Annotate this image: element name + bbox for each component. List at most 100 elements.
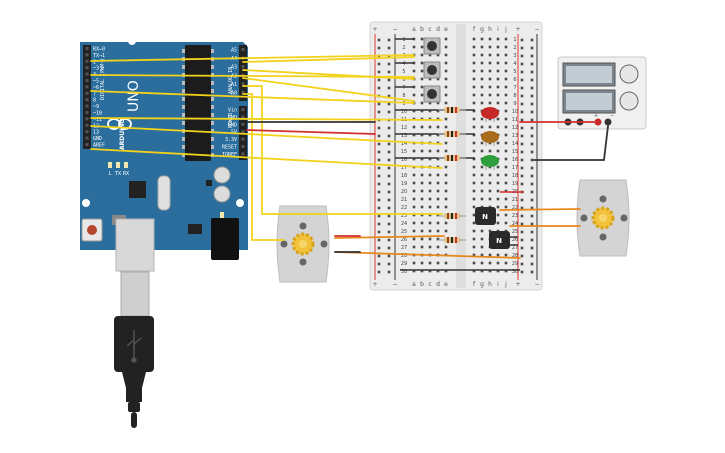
breadboard-column-label: g [480,26,484,33]
breadboard-hole [488,85,492,89]
chip-pin [182,145,185,149]
breadboard-hole [480,189,484,193]
breadboard-column-label: h [488,281,492,288]
rail-hole [520,70,524,74]
breadboard-hole [428,157,432,161]
breadboard-hole [428,197,432,201]
digital-pin-label: ~3 [93,66,99,72]
breadboard-hole [480,261,484,265]
breadboard-hole [504,213,508,217]
breadboard-hole [436,213,440,217]
chip-pin [211,81,214,85]
rail-hole [387,126,391,130]
breadboard-hole [444,221,448,225]
gear-icon [291,232,315,256]
rail-hole [520,134,524,138]
rail-hole [530,198,534,202]
breadboard-hole [480,93,484,97]
rail-hole [530,214,534,218]
breadboard-hole [420,149,424,153]
breadboard-row-number: 29 [401,261,407,267]
board-model-label: UNO [126,80,142,112]
breadboard-hole [496,269,500,273]
breadboard-row-number: 12 [401,125,407,131]
breadboard-hole [472,85,476,89]
breadboard-hole [412,261,416,265]
breadboard-row-number: 25 [401,229,407,235]
breadboard-row-number: 30 [401,269,407,275]
rail-hole [530,78,534,82]
rail-hole [377,190,381,194]
breadboard-row-number: 2 [402,45,405,51]
breadboard-hole [496,221,500,225]
breadboard-hole [472,45,476,49]
push-button[interactable] [423,37,441,55]
breadboard-hole [444,173,448,177]
rail-hole [520,254,524,258]
rail-hole [377,222,381,226]
breadboard-column-label: c [428,26,431,33]
breadboard-column-label: f [473,26,476,33]
voltage-knob[interactable] [619,64,639,84]
rail-hole [377,262,381,266]
breadboard-hole [472,37,476,41]
chip-pin [182,153,185,157]
breadboard-hole [472,229,476,233]
breadboard-hole [480,85,484,89]
rail-hole [530,62,534,66]
breadboard-hole [420,133,424,137]
breadboard-row-number: 13 [512,133,518,139]
breadboard-hole [480,69,484,73]
header-pin [85,143,89,146]
breadboard-hole [436,101,440,105]
breadboard-row-number: 25 [512,229,518,235]
breadboard-hole [444,181,448,185]
breadboard-hole [496,253,500,257]
current-knob[interactable] [619,91,639,111]
breadboard-hole [412,229,416,233]
chip-pin [211,113,214,117]
header-pin [85,53,89,57]
rail-hole [387,166,391,170]
header-pin [241,48,245,51]
breadboard-row-number: 2 [513,45,516,51]
breadboard-hole [472,173,476,177]
breadboard-hole [444,269,448,273]
rail-minus-label: − [392,281,397,288]
breadboard-row-number: 15 [512,149,518,155]
rail-hole [520,214,524,218]
usb-icon [126,330,142,363]
breadboard-column-label: i [497,26,499,33]
usb-port[interactable] [115,218,155,272]
breadboard-hole [504,181,508,185]
header-pin [85,79,89,82]
breadboard-hole [412,133,416,137]
breadboard-hole [420,37,424,41]
dc-motor [576,179,630,257]
breadboard-hole [472,165,476,169]
chip-pin [211,129,214,133]
breadboard-row-number: 22 [512,205,518,211]
breadboard-row-number: 16 [512,157,518,163]
breadboard-hole [436,269,440,273]
breadboard-hole [488,253,492,257]
breadboard-hole [504,149,508,153]
breadboard-hole [472,189,476,193]
breadboard-hole [444,261,448,265]
breadboard-row-number: 1 [513,37,516,43]
breadboard-column-label: d [436,281,440,288]
rail-hole [377,238,381,242]
status-led [124,162,128,168]
header-pin [85,91,89,95]
breadboard-row-number: 17 [512,165,518,171]
push-button[interactable] [423,85,441,103]
breadboard-hole [472,109,476,113]
breadboard-row-number: 21 [401,197,407,203]
rail-hole [530,134,534,138]
breadboard-row-number: 30 [512,269,518,275]
breadboard-hole [488,101,492,105]
push-button[interactable] [423,61,441,79]
breadboard-hole [420,157,424,161]
breadboard-row-number: 8 [402,93,405,99]
